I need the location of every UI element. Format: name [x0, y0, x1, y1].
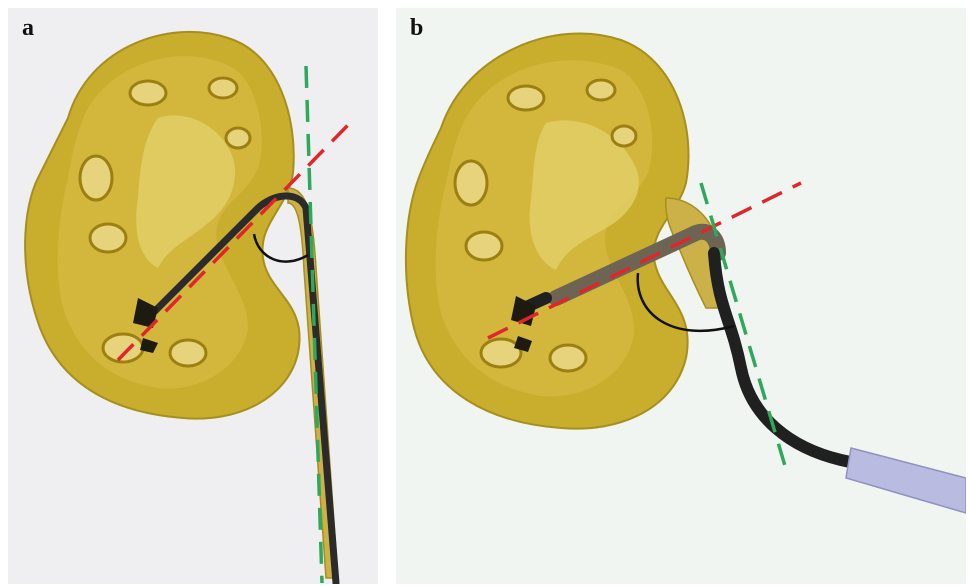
panel-b: b — [396, 8, 966, 584]
panel-a: a — [8, 8, 378, 584]
panel-b-illustration — [396, 8, 966, 584]
panel-label-a: a — [22, 16, 34, 40]
panel-label-b: b — [410, 16, 423, 40]
scope-handle-b — [846, 448, 966, 513]
panel-a-illustration — [8, 8, 378, 584]
